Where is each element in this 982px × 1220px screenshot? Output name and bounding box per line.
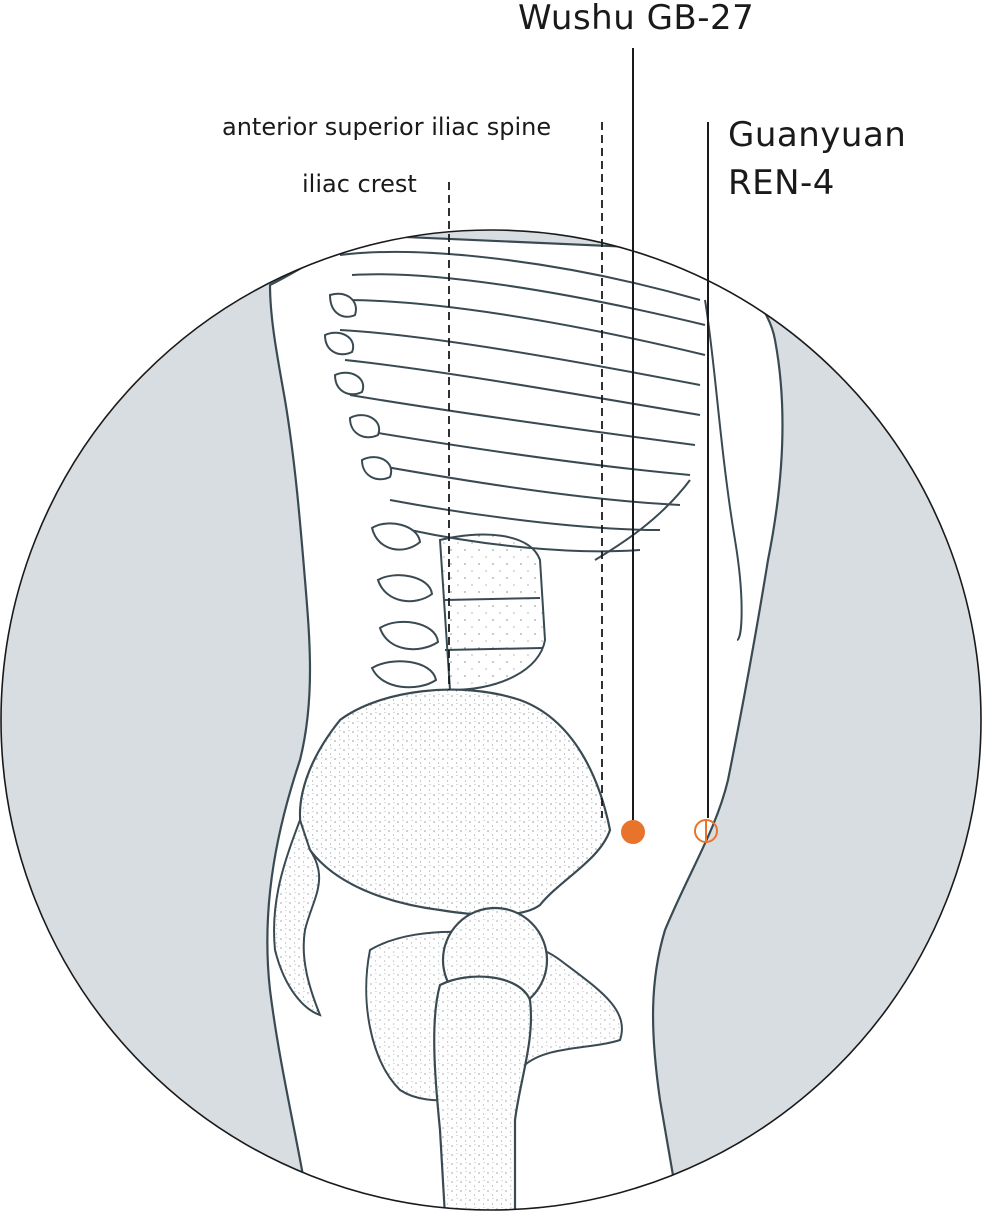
label-anterior-superior-iliac-spine: anterior superior iliac spine	[222, 113, 552, 141]
label-guanyuan-code: REN-4	[728, 163, 835, 203]
abdomen-contour	[704, 299, 743, 641]
wushu-point	[621, 820, 645, 844]
circle-frame-content	[1, 230, 981, 1210]
circle-frame	[0, 229, 982, 1211]
spine	[323, 292, 547, 692]
label-wushu-gb27: Wushu GB-27	[518, 0, 755, 38]
label-iliac-crest: iliac crest	[302, 170, 417, 198]
ribcage	[339, 251, 706, 561]
label-guanyuan-name: Guanyuan	[728, 115, 907, 155]
guanyuan-point	[705, 818, 718, 844]
